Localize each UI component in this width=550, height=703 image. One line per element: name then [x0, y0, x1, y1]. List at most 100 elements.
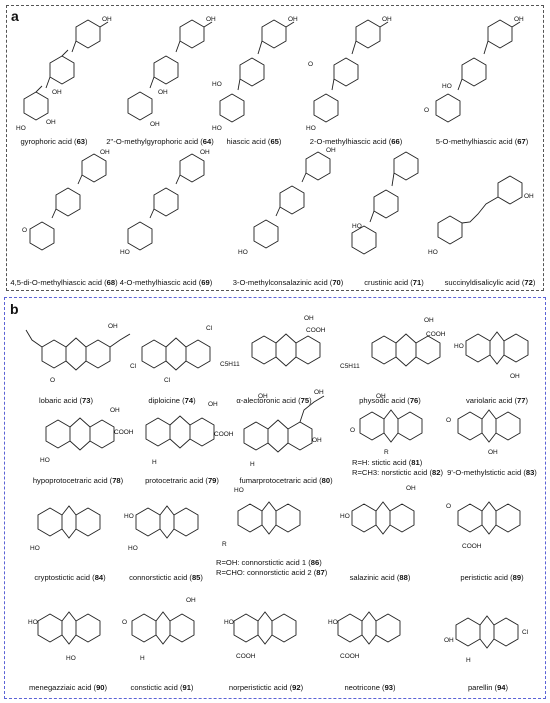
svg-text:OH: OH	[376, 393, 386, 400]
svg-text:O: O	[350, 427, 355, 434]
caption-80: fumarprotocetraric acid (80)	[239, 476, 333, 485]
svg-text:OH: OH	[326, 147, 336, 154]
svg-text:OH: OH	[312, 437, 322, 444]
caption-75: α-alectoronic acid (75)	[236, 396, 312, 405]
structure-93: HO COOH	[326, 594, 416, 666]
svg-text:OH: OH	[444, 637, 454, 644]
svg-text:OH: OH	[158, 89, 168, 96]
caption-86: R=OH: connorstictic acid 1 (86)	[216, 558, 322, 567]
svg-text:COOH: COOH	[462, 543, 482, 550]
svg-text:Cl: Cl	[130, 363, 137, 370]
caption-91: constictic acid (91)	[130, 683, 194, 692]
svg-text:OH: OH	[514, 16, 524, 23]
structure-77: HO OH	[454, 312, 544, 386]
svg-text:HO: HO	[442, 83, 452, 90]
structure-63: OH OH HO OH	[16, 12, 116, 136]
caption-88: salazinic acid (88)	[349, 573, 411, 582]
caption-81: R=H: stictic acid (81)	[352, 458, 423, 467]
svg-text:O: O	[50, 377, 55, 384]
svg-text:HO: HO	[352, 223, 362, 230]
svg-text:O: O	[22, 227, 27, 234]
caption-69: 4-O-methylhiascic acid (69)	[119, 278, 213, 287]
svg-text:H: H	[250, 461, 255, 468]
svg-text:HO: HO	[328, 619, 338, 626]
structure-79: OH COOH H	[134, 394, 234, 472]
panel-label-a: a	[11, 8, 19, 24]
structure-85: HO HO	[124, 488, 214, 560]
svg-text:H: H	[152, 459, 157, 466]
svg-text:COOH: COOH	[214, 431, 234, 438]
caption-65: hiascic acid (65)	[226, 137, 282, 146]
structure-67: OH HO O	[418, 12, 528, 136]
svg-text:OH: OH	[314, 389, 324, 396]
structure-81: O R	[348, 392, 438, 458]
svg-text:HO: HO	[120, 249, 130, 256]
svg-text:O: O	[446, 417, 451, 424]
structure-76: OH COOH C5H11 OH	[340, 310, 450, 406]
caption-93: neotricone (93)	[344, 683, 396, 692]
svg-text:OH: OH	[52, 89, 62, 96]
caption-67: 5-O-methylhiascic acid (67)	[435, 137, 529, 146]
caption-89: peristictic acid (89)	[460, 573, 524, 582]
svg-text:HO: HO	[212, 125, 222, 132]
svg-text:HO: HO	[340, 513, 350, 520]
caption-74: diploicine (74)	[148, 396, 196, 405]
structure-80: OH OH H	[228, 388, 338, 474]
svg-text:R: R	[384, 449, 389, 456]
structure-69: OH HO	[120, 148, 220, 258]
caption-79: protocetraric acid (79)	[145, 476, 219, 485]
svg-text:OH: OH	[524, 193, 534, 200]
svg-text:COOH: COOH	[426, 331, 446, 338]
svg-text:OH: OH	[108, 323, 118, 330]
caption-94: parellin (94)	[467, 683, 509, 692]
structure-65: OH HO HO	[212, 12, 302, 136]
structure-91: OH O H	[120, 594, 210, 666]
caption-83: 9'-O-methylstictic acid (83)	[447, 468, 537, 477]
structure-74: Cl Cl Cl	[130, 318, 230, 392]
structure-94: Cl OH H	[444, 594, 534, 666]
svg-text:Cl: Cl	[164, 377, 171, 384]
caption-87: R=CHO: connorstictic acid 2 (87)	[216, 568, 328, 577]
svg-text:O: O	[122, 619, 127, 626]
svg-text:HO: HO	[30, 545, 40, 552]
svg-text:HO: HO	[454, 343, 464, 350]
svg-text:R: R	[222, 541, 227, 548]
svg-text:COOH: COOH	[236, 653, 256, 660]
caption-66: 2-O-methylhiascic acid (66)	[309, 137, 403, 146]
svg-text:Cl: Cl	[206, 325, 213, 332]
svg-text:COOH: COOH	[340, 653, 360, 660]
structure-92: HO COOH	[222, 594, 312, 666]
structure-72: OH HO	[428, 170, 538, 260]
caption-70: 3-O-methylconsalazinic acid (70)	[232, 278, 344, 287]
caption-72: succinyldisalicylic acid (72)	[444, 278, 536, 287]
svg-text:H: H	[466, 657, 471, 664]
svg-text:OH: OH	[510, 373, 520, 380]
svg-text:OH: OH	[200, 149, 210, 156]
structure-86: HO R	[220, 478, 320, 554]
caption-78: hypoprotocetraric acid (78)	[32, 476, 124, 485]
structure-66: OH O HO	[306, 12, 396, 136]
svg-text:OH: OH	[258, 393, 268, 400]
svg-text:OH: OH	[424, 317, 434, 324]
structure-68: OH O	[22, 148, 122, 258]
svg-text:HO: HO	[128, 545, 138, 552]
svg-text:OH: OH	[46, 119, 56, 126]
svg-text:HO: HO	[238, 249, 248, 256]
svg-text:O: O	[446, 503, 451, 510]
panel-b: b	[4, 297, 546, 699]
svg-text:HO: HO	[124, 513, 134, 520]
svg-text:HO: HO	[16, 125, 26, 132]
svg-text:H: H	[140, 655, 145, 662]
svg-text:HO: HO	[212, 81, 222, 88]
svg-text:OH: OH	[208, 401, 218, 408]
svg-text:HO: HO	[428, 249, 438, 256]
structure-89: O COOH	[446, 478, 536, 554]
svg-text:COOH: COOH	[114, 429, 134, 436]
svg-text:COOH: COOH	[306, 327, 326, 334]
svg-text:OH: OH	[406, 485, 416, 492]
structure-73: OH O	[25, 316, 136, 396]
svg-text:OH: OH	[206, 16, 216, 23]
caption-68: 4,5-di-O-methylhiascic acid (68)	[10, 278, 118, 287]
structure-70: OH HO	[236, 146, 346, 258]
structure-90: HO HO	[26, 594, 116, 666]
